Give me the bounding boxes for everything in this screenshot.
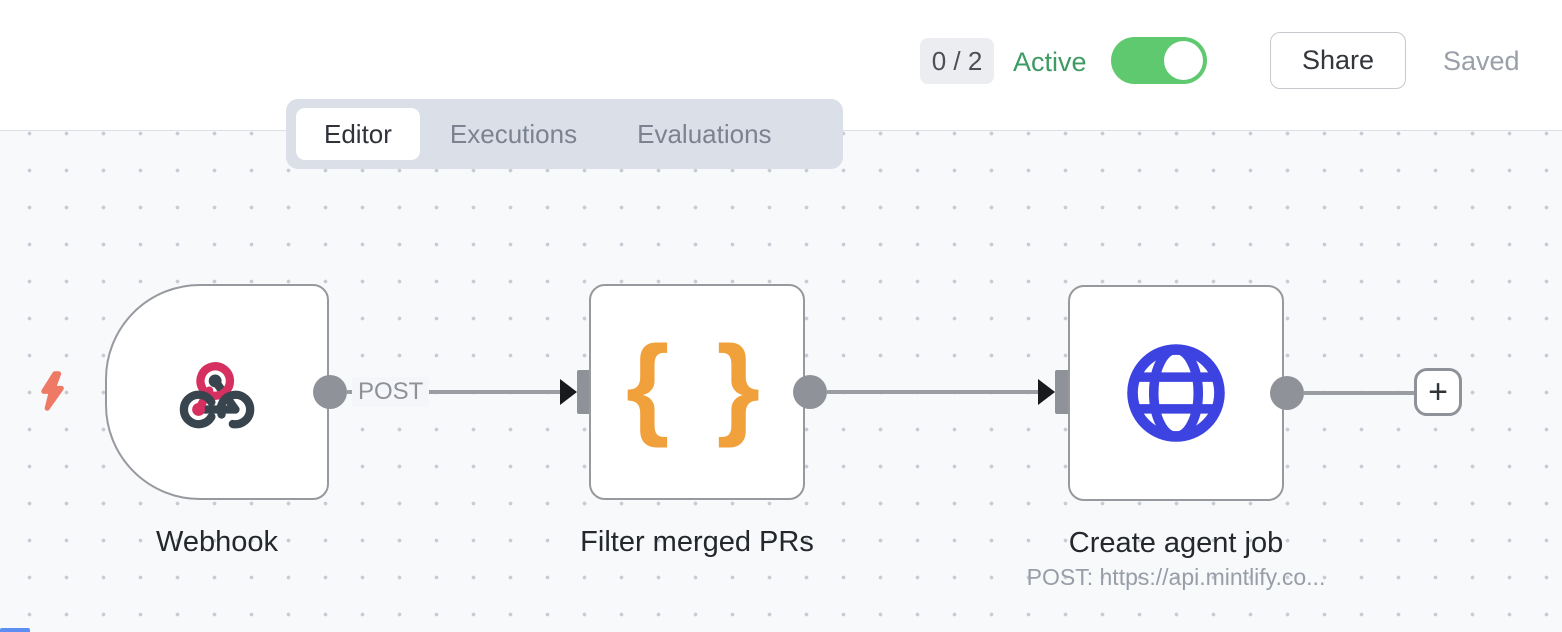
connection-arrow-icon <box>1038 379 1055 405</box>
node-webhook[interactable] <box>105 284 329 500</box>
node-label-webhook: Webhook <box>156 526 278 558</box>
create-input-connector[interactable] <box>1055 370 1070 414</box>
connection-arrow-icon <box>560 379 577 405</box>
tab-evaluations[interactable]: Evaluations <box>637 118 772 149</box>
save-status: Saved <box>1443 46 1520 76</box>
node-filter-merged-prs[interactable]: { } <box>589 284 805 500</box>
node-label-create: Create agent job <box>1068 527 1284 559</box>
node-subtitle-create: POST: https://api.mintlify.co... <box>1026 564 1326 590</box>
tab-editor[interactable]: Editor <box>296 108 420 160</box>
share-button[interactable]: Share <box>1270 32 1406 89</box>
node-create-agent-job[interactable] <box>1068 285 1284 501</box>
connection-filter-create <box>827 390 1040 394</box>
curly-braces-icon: { } <box>625 323 769 448</box>
tab-executions[interactable]: Executions <box>449 118 578 149</box>
toggle-knob <box>1164 41 1203 80</box>
connection-webhook-filter <box>347 390 562 394</box>
node-label-filter: Filter merged PRs <box>580 526 814 558</box>
create-output-connector[interactable] <box>1270 376 1304 410</box>
filter-input-connector[interactable] <box>577 370 592 414</box>
active-label: Active <box>1013 47 1087 77</box>
webhook-icon <box>179 362 255 429</box>
filter-output-connector[interactable] <box>793 375 827 409</box>
view-tabs: Editor Executions Evaluations <box>286 99 843 169</box>
add-node-button[interactable]: + <box>1414 368 1462 416</box>
connection-create-add <box>1304 391 1416 395</box>
webhook-output-connector[interactable] <box>313 375 347 409</box>
globe-icon <box>1127 344 1225 442</box>
trigger-bolt-icon <box>41 371 64 411</box>
active-toggle[interactable] <box>1111 37 1207 84</box>
connection-label-post: POST <box>352 377 430 407</box>
panel-edge-sliver <box>0 628 30 632</box>
issues-count-badge[interactable]: 0 / 2 <box>920 38 994 84</box>
